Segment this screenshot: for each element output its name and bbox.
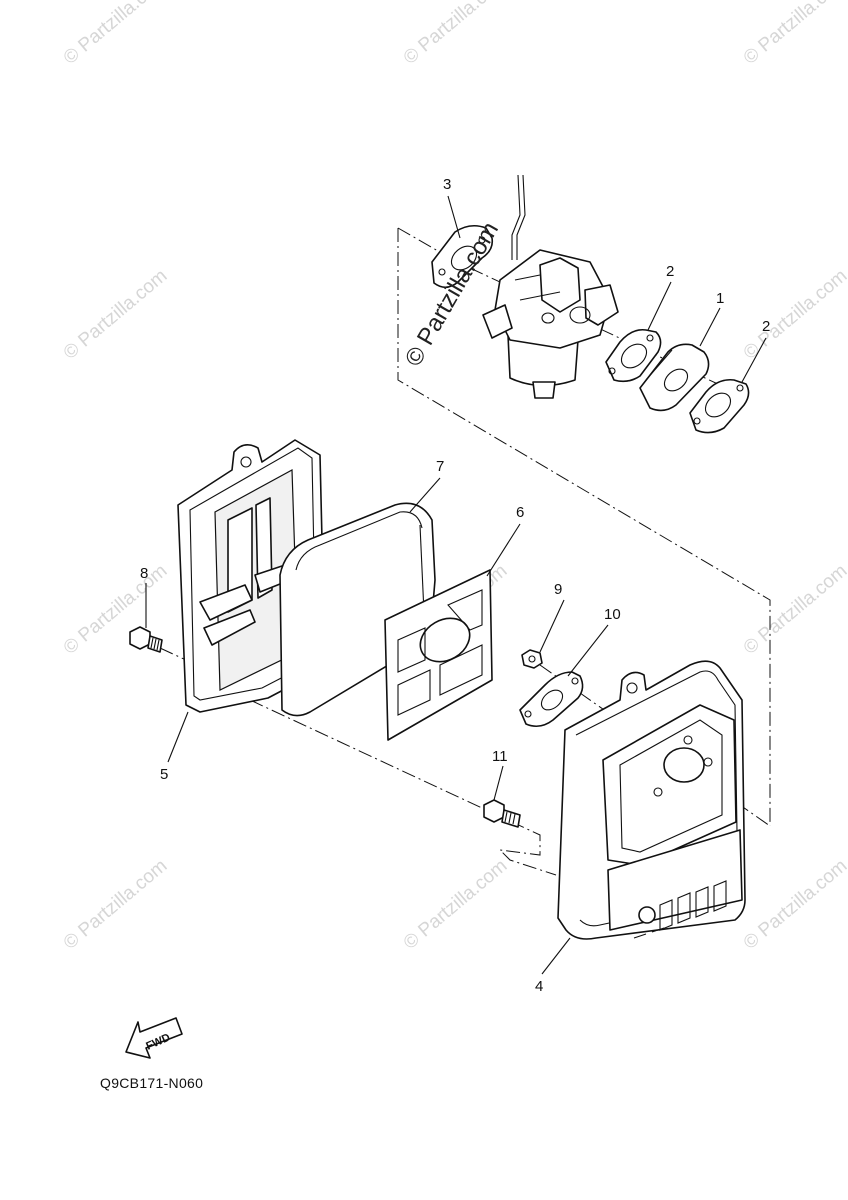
- leader-7: [409, 477, 441, 513]
- leader-5: [167, 711, 189, 763]
- leader-9: [567, 624, 609, 677]
- leader-11: [493, 765, 504, 801]
- watermark: © Partzilla.com: [740, 0, 848, 69]
- part-6-gasket-frame: [384, 569, 493, 741]
- alignment-line-upper: [397, 228, 771, 826]
- carburetor: [482, 174, 619, 399]
- leader-2-lower: [741, 337, 767, 383]
- leader-3: [447, 195, 461, 239]
- leader-lines: [145, 195, 767, 975]
- alignment-line-bolt-8: [159, 647, 187, 661]
- watermark: © Partzilla.com: [60, 265, 172, 363]
- part-2-gasket-upper: [605, 328, 662, 383]
- part-8-bolt: [129, 626, 163, 653]
- leader-10: [539, 599, 565, 653]
- callout-9: 10: [604, 606, 621, 623]
- callout-8: 8: [140, 565, 148, 582]
- part-11-bolt: [483, 799, 521, 828]
- callout-7: 7: [436, 458, 444, 475]
- leader-6: [486, 523, 521, 577]
- watermark: © Partzilla.com: [740, 855, 848, 953]
- callout-numbers: 3 2 1 2 7 6 8 9 10 5 11 4: [140, 176, 770, 995]
- callout-6: 6: [516, 504, 524, 521]
- leader-1: [699, 307, 721, 347]
- part-2-gasket-lower: [689, 378, 750, 434]
- drawing-code: Q9CB171-N060: [100, 1075, 203, 1091]
- part-4-cover: [557, 660, 746, 940]
- watermark: © Partzilla.com: [400, 855, 512, 953]
- callout-4: 4: [535, 978, 543, 995]
- callout-2: 2: [666, 263, 674, 280]
- callout-3: 3: [443, 176, 451, 193]
- watermark: © Partzilla.com: [400, 0, 512, 69]
- part-9-gasket: [519, 671, 584, 728]
- callout-1: 1: [716, 290, 724, 307]
- watermark: © Partzilla.com: [60, 855, 172, 953]
- leader-4: [541, 937, 571, 975]
- fwd-arrow-icon: FWD: [125, 1017, 183, 1059]
- watermark: © Partzilla.com: [740, 560, 848, 658]
- callout-10: 9: [554, 581, 562, 598]
- leader-2-upper: [647, 281, 672, 331]
- watermark: © Partzilla.com: [60, 0, 172, 69]
- callout-5: 5: [160, 766, 168, 783]
- callout-2: 2: [762, 318, 770, 335]
- part-10-nut: [521, 649, 543, 669]
- alignment-line-lower: [397, 227, 446, 256]
- watermark: © Partzilla.com: [740, 265, 848, 363]
- part-3-gasket: [431, 224, 494, 289]
- part-1-insulator: [639, 343, 710, 412]
- callout-11: 11: [492, 748, 508, 765]
